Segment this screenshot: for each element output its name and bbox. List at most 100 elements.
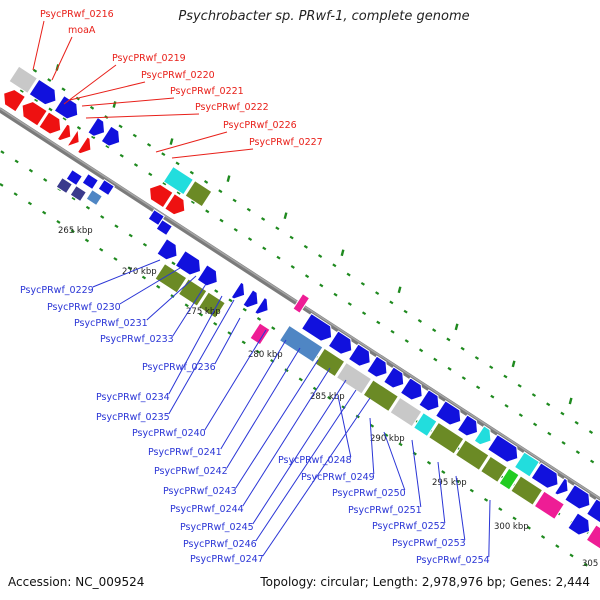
gene-label[interactable]: PsycPRwf_0254 — [416, 555, 490, 566]
gene-feature-shape[interactable] — [456, 414, 482, 440]
gene-feature[interactable] — [486, 433, 523, 466]
gene-feature-shape[interactable] — [564, 484, 595, 513]
gene-feature-shape[interactable] — [196, 264, 222, 290]
gene-label[interactable]: PsycPRwf_0253 — [392, 538, 466, 549]
gene-feature[interactable] — [412, 411, 438, 438]
gene-feature-shape[interactable] — [292, 293, 311, 314]
gene-feature[interactable] — [55, 177, 73, 195]
gene-feature-shape[interactable] — [533, 490, 566, 521]
gene-feature-shape[interactable] — [28, 78, 61, 108]
gene-feature[interactable] — [87, 116, 110, 140]
gene-label[interactable]: PsycPRwf_0240 — [132, 428, 206, 439]
gene-feature[interactable] — [230, 281, 249, 303]
gene-feature[interactable] — [254, 296, 273, 318]
gene-feature[interactable] — [8, 65, 39, 95]
gene-feature[interactable] — [347, 343, 375, 370]
gene-feature-shape[interactable] — [480, 455, 508, 483]
gene-feature-shape[interactable] — [498, 467, 520, 491]
gene-feature-shape[interactable] — [362, 379, 399, 413]
gene-feature[interactable] — [480, 455, 508, 483]
gene-feature-shape[interactable] — [347, 343, 375, 370]
gene-feature-shape[interactable] — [327, 330, 356, 358]
gene-feature[interactable] — [65, 169, 83, 187]
gene-feature[interactable] — [196, 264, 222, 290]
gene-feature-shape[interactable] — [145, 181, 174, 209]
gene-feature[interactable] — [38, 111, 66, 138]
gene-feature[interactable] — [473, 425, 496, 449]
gene-feature-shape[interactable] — [473, 425, 496, 449]
gene-feature[interactable] — [292, 293, 311, 314]
gene-feature[interactable] — [156, 238, 182, 264]
gene-feature-shape[interactable] — [156, 238, 182, 264]
gene-label[interactable]: PsycPRwf_0248 — [278, 455, 352, 466]
gene-feature-shape[interactable] — [56, 123, 75, 145]
gene-feature-shape[interactable] — [162, 165, 194, 196]
gene-feature-shape[interactable] — [412, 411, 438, 438]
gene-label[interactable]: PsycPRwf_0246 — [183, 539, 257, 550]
gene-label[interactable]: PsycPRwf_0222 — [195, 102, 269, 113]
gene-feature[interactable] — [69, 185, 87, 203]
gene-feature-shape[interactable] — [428, 421, 465, 455]
gene-label[interactable]: PsycPRwf_0241 — [148, 447, 222, 458]
gene-label[interactable]: PsycPRwf_0236 — [142, 362, 216, 373]
gene-label[interactable]: PsycPRwf_0245 — [180, 522, 254, 533]
gene-feature[interactable] — [418, 389, 444, 415]
gene-feature[interactable] — [174, 249, 205, 279]
gene-label[interactable]: PsycPRwf_0234 — [96, 392, 170, 403]
gene-feature[interactable] — [85, 189, 103, 207]
gene-feature-shape[interactable] — [249, 322, 271, 346]
gene-feature-shape[interactable] — [510, 475, 544, 506]
gene-feature[interactable] — [530, 462, 563, 492]
gene-feature-shape[interactable] — [554, 477, 573, 499]
gene-label[interactable]: PsycPRwf_0235 — [96, 412, 170, 423]
gene-label[interactable]: PsycPRwf_0251 — [348, 505, 422, 516]
gene-label[interactable]: PsycPRwf_0216 — [40, 9, 114, 20]
gene-feature[interactable] — [100, 125, 124, 150]
gene-feature[interactable] — [399, 377, 427, 404]
gene-label[interactable]: PsycPRwf_0233 — [100, 334, 174, 345]
gene-feature[interactable] — [314, 347, 346, 378]
gene-feature[interactable] — [533, 490, 566, 521]
gene-feature-shape[interactable] — [300, 312, 337, 345]
gene-feature-shape[interactable] — [530, 462, 563, 492]
gene-feature[interactable] — [567, 512, 595, 539]
gene-feature[interactable] — [513, 451, 541, 478]
gene-label[interactable]: PsycPRwf_0226 — [223, 120, 297, 131]
gene-feature-shape[interactable] — [17, 98, 48, 127]
gene-label[interactable]: PsycPRwf_0221 — [170, 86, 244, 97]
gene-feature[interactable] — [366, 355, 392, 381]
gene-feature-shape[interactable] — [418, 389, 444, 415]
gene-feature-shape[interactable] — [389, 396, 423, 428]
gene-feature-shape[interactable] — [278, 324, 324, 364]
gene-feature[interactable] — [66, 129, 85, 149]
gene-feature[interactable] — [327, 330, 356, 358]
gene-feature[interactable] — [81, 173, 99, 191]
gene-feature[interactable] — [0, 86, 27, 113]
gene-feature[interactable] — [383, 366, 409, 392]
gene-label[interactable]: PsycPRwf_0227 — [249, 137, 323, 148]
gene-label[interactable]: PsycPRwf_0247 — [190, 554, 264, 565]
gene-feature-shape[interactable] — [87, 116, 110, 140]
gene-feature-shape[interactable] — [435, 400, 466, 429]
gene-feature[interactable] — [454, 439, 490, 471]
gene-label[interactable]: PsycPRwf_0252 — [372, 521, 446, 532]
gene-feature-shape[interactable] — [66, 129, 85, 149]
gene-feature-shape[interactable] — [100, 125, 124, 150]
gene-feature[interactable] — [456, 414, 482, 440]
gene-feature[interactable] — [97, 179, 115, 197]
gene-feature[interactable] — [389, 396, 423, 428]
gene-feature[interactable] — [155, 219, 173, 237]
gene-feature[interactable] — [435, 400, 466, 429]
gene-feature[interactable] — [428, 421, 465, 455]
gene-feature[interactable] — [184, 179, 213, 208]
gene-feature[interactable] — [242, 289, 263, 312]
gene-feature-shape[interactable] — [0, 86, 27, 113]
gene-feature[interactable] — [300, 312, 337, 345]
gene-label[interactable]: moaA — [68, 25, 96, 36]
gene-label[interactable]: PsycPRwf_0249 — [301, 472, 375, 483]
gene-feature[interactable] — [53, 94, 82, 123]
gene-feature[interactable] — [278, 324, 324, 364]
gene-feature-shape[interactable] — [76, 136, 96, 158]
gene-feature-shape[interactable] — [53, 94, 82, 123]
gene-feature-shape[interactable] — [184, 179, 213, 208]
